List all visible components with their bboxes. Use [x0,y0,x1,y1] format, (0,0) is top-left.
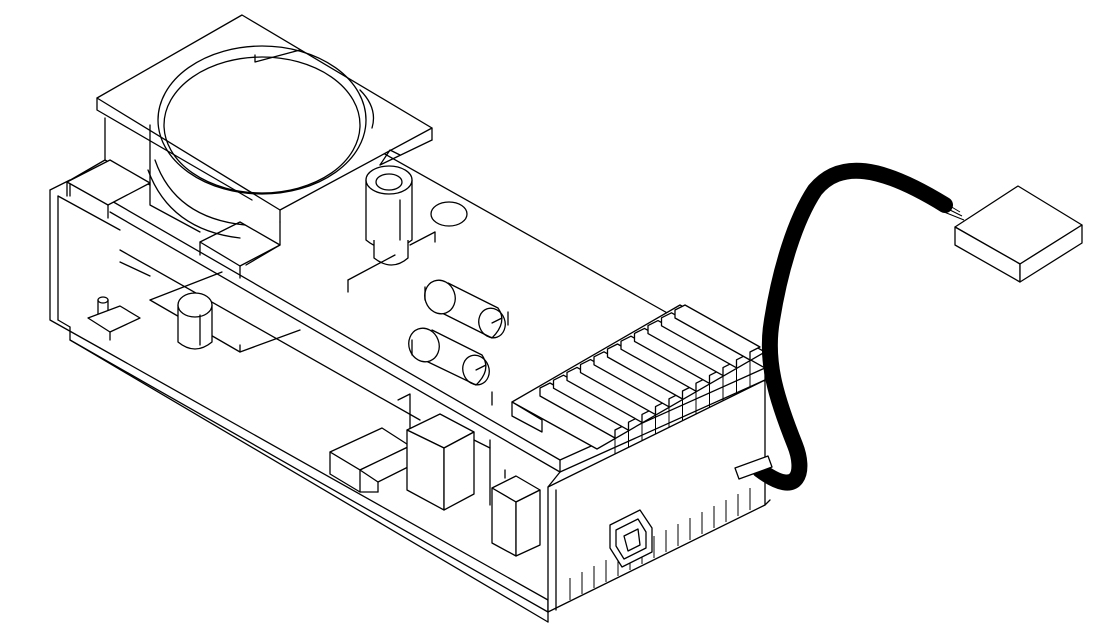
pin-header-fin [539,382,626,439]
connector-block-3 [491,469,541,557]
coin-cell-opening [147,45,375,239]
pin-header-fin [606,343,694,400]
electrolytic-capacitor [347,165,436,293]
round-pad [430,201,468,227]
jack-socket [609,509,653,568]
pin-header-fin [593,351,680,408]
pin-header [511,304,766,470]
pin-header-fin [620,335,707,392]
pin-header-fin [660,312,748,369]
pin-header-fin [552,374,640,431]
cylindrical-resistor-2 [408,327,493,406]
ribbon-cable [734,162,965,491]
pin-header-fin [579,358,667,416]
pin-header-fin [674,304,761,361]
connector-block-2 [406,413,491,511]
pin-header-fin [647,319,734,377]
enclosure-frame [49,179,549,623]
cable-connector-plug [954,185,1083,283]
pin-header-fin [633,327,721,385]
pin-header-fin [566,366,653,424]
connector-block-1 [329,393,411,493]
cylindrical-resistor-1 [424,279,509,339]
small-capacitor [87,292,213,350]
end-panel [547,379,771,613]
